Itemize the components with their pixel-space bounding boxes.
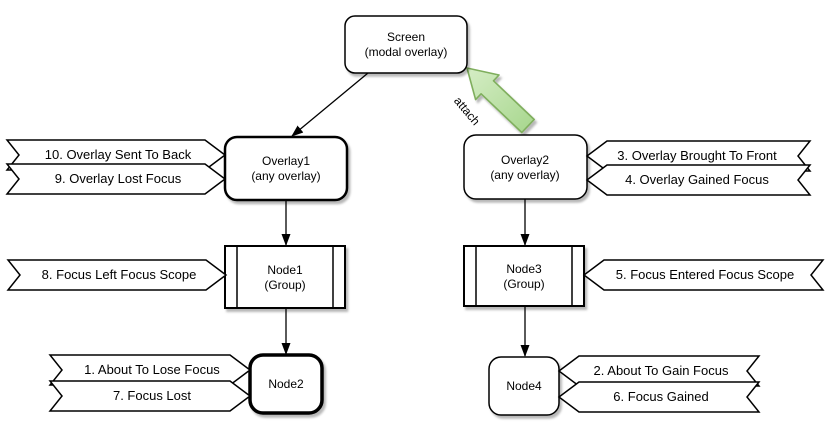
event-banner-overlay-brought-to-front: 3. Overlay Brought To Front <box>585 140 812 172</box>
overlay1-label-line1: Overlay1 <box>262 154 310 168</box>
event-banner-overlay-lost-focus: 9. Overlay Lost Focus <box>5 163 227 195</box>
edges <box>281 72 530 357</box>
banner-label: 9. Overlay Lost Focus <box>55 171 182 186</box>
node3-label-line2: (Group) <box>503 277 544 291</box>
event-banner-focus-gained: 6. Focus Gained <box>557 381 761 413</box>
node-node2: Node2 <box>248 353 324 415</box>
overlay2-label-line2: (any overlay) <box>490 168 559 182</box>
event-banner-focus-lost: 7. Focus Lost <box>48 380 252 412</box>
banner-shape <box>582 259 825 291</box>
screen-box <box>344 15 468 74</box>
banner-label: 10. Overlay Sent To Back <box>45 147 192 162</box>
event-banner-overlay-gained-focus: 4. Overlay Gained Focus <box>585 164 812 196</box>
event-banner-about-to-gain-focus: 2. About To Gain Focus <box>557 355 761 387</box>
attach-arrow-icon <box>466 67 536 134</box>
node4-label: Node4 <box>506 379 542 393</box>
edge-screen-to-overlay1 <box>291 72 369 137</box>
node-screen: Screen (modal overlay) <box>344 15 468 74</box>
attach-connector: attach <box>451 67 536 134</box>
banner-label: 3. Overlay Brought To Front <box>617 148 777 163</box>
event-banner-about-to-lose-focus: 1. About To Lose Focus <box>48 354 252 386</box>
overlay1-box <box>223 135 349 202</box>
banner-label: 2. About To Gain Focus <box>594 363 729 378</box>
node1-box <box>224 245 346 309</box>
screen-label-line1: Screen <box>387 30 425 44</box>
overlay2-label-line1: Overlay2 <box>501 153 549 167</box>
attach-label: attach <box>451 94 483 128</box>
banner-label: 1. About To Lose Focus <box>84 362 220 377</box>
node-overlay1: Overlay1 (any overlay) <box>223 135 349 202</box>
node-node3: Node3 (Group) <box>463 245 585 307</box>
banner-label: 5. Focus Entered Focus Scope <box>616 267 794 282</box>
node1-label-line1: Node1 <box>267 263 303 277</box>
node2-label: Node2 <box>268 377 304 391</box>
screen-label-line2: (modal overlay) <box>365 45 448 59</box>
overlay2-box <box>463 134 588 200</box>
node-node4: Node4 <box>488 356 560 416</box>
banner-shape <box>585 164 812 196</box>
event-banner-overlay-sent-to-back: 10. Overlay Sent To Back <box>5 139 227 171</box>
banner-label: 4. Overlay Gained Focus <box>625 172 769 187</box>
node1-label-line2: (Group) <box>264 278 305 292</box>
overlay1-label-line2: (any overlay) <box>251 169 320 183</box>
node3-label-line1: Node3 <box>506 262 542 276</box>
node2-box <box>248 353 324 415</box>
banner-shape <box>5 163 227 195</box>
banner-label: 7. Focus Lost <box>113 388 191 403</box>
banner-shape <box>48 380 252 412</box>
event-banner-focus-entered-focus-scope: 5. Focus Entered Focus Scope <box>582 259 825 291</box>
banner-label: 6. Focus Gained <box>613 389 708 404</box>
banner-shape <box>557 355 761 387</box>
banner-shape <box>6 259 228 291</box>
banner-label: 8. Focus Left Focus Scope <box>42 267 197 282</box>
node-overlay2: Overlay2 (any overlay) <box>463 134 588 200</box>
banner-shape <box>585 140 812 172</box>
node3-box <box>463 245 585 307</box>
node-node1: Node1 (Group) <box>224 245 346 309</box>
event-banner-focus-left-focus-scope: 8. Focus Left Focus Scope <box>6 259 228 291</box>
banner-shape <box>557 381 761 413</box>
node4-box <box>488 356 560 416</box>
